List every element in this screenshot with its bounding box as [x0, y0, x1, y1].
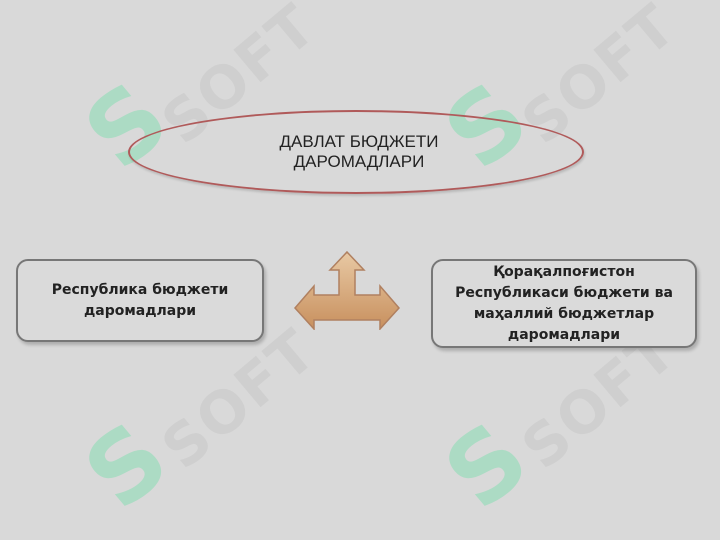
watermark-logo: S [64, 400, 190, 532]
republic-budget-line-1: Республика бюджети [51, 281, 229, 298]
karakalpakstan-line-2: Республикаси бюджети ва [455, 284, 673, 301]
republic-budget-line-2: даромадлари [83, 302, 197, 319]
title-text: ДАВЛАТ БЮДЖЕТИ ДАРОМАДЛАРИ [273, 132, 438, 172]
karakalpakstan-line-3: маҳаллий бюджетлар [473, 305, 655, 322]
title-line-1: ДАВЛАТ БЮДЖЕТИ [279, 132, 439, 151]
karakalpakstan-local-budget-box: Қорақалпоғистон Республикаси бюджети ва … [431, 259, 697, 348]
watermark-logo: S [424, 400, 550, 532]
title-line-2: ДАРОМАДЛАРИ [293, 152, 425, 171]
arrow-shape [293, 250, 401, 330]
karakalpakstan-line-4: даромадлари [507, 326, 621, 343]
republic-budget-box: Республика бюджети даромадлари [16, 259, 264, 342]
karakalpakstan-line-1: Қорақалпоғистон [493, 263, 635, 280]
title-ellipse: ДАВЛАТ БЮДЖЕТИ ДАРОМАДЛАРИ [128, 110, 584, 194]
republic-budget-label: Республика бюджети даромадлари [52, 280, 229, 322]
three-way-arrow-icon [293, 250, 401, 330]
karakalpakstan-local-budget-label: Қорақалпоғистон Республикаси бюджети ва … [455, 262, 673, 346]
